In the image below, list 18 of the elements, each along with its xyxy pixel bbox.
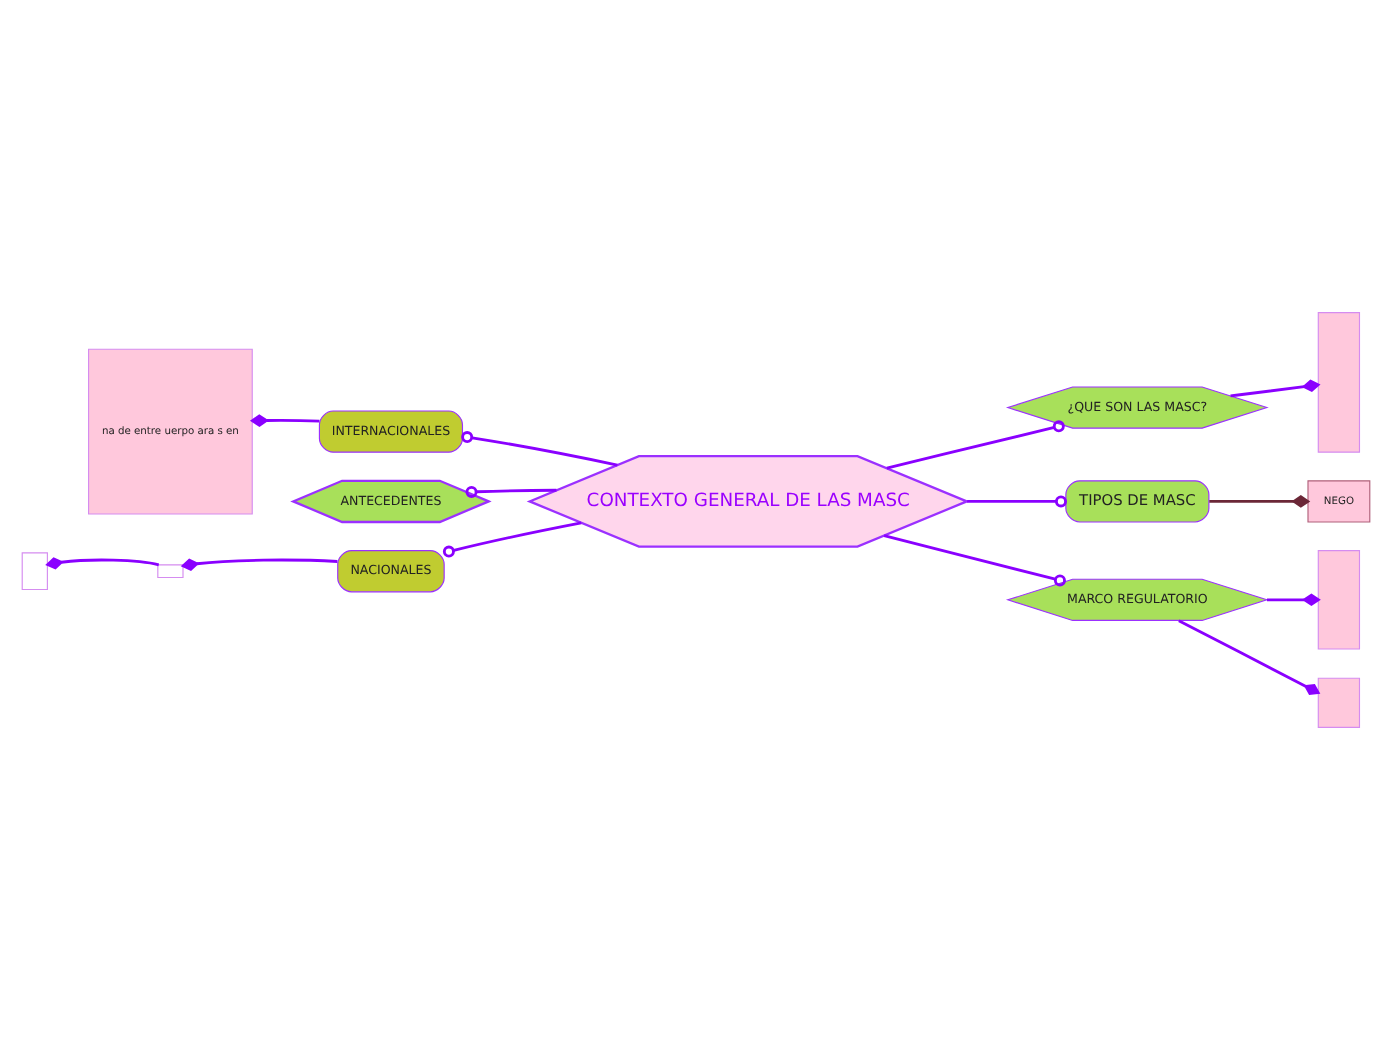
node-box [157, 564, 184, 579]
connector [1266, 593, 1321, 607]
connector [465, 485, 557, 498]
node-box [1317, 312, 1361, 453]
connector [1178, 619, 1321, 696]
connector [180, 558, 338, 571]
node-box [1317, 677, 1361, 728]
connector [883, 534, 1066, 587]
connector [967, 495, 1067, 508]
connector [1230, 379, 1321, 398]
connector [45, 557, 160, 570]
connector [1209, 495, 1311, 508]
node-box [1317, 550, 1361, 650]
node-box [21, 552, 48, 591]
connector [461, 431, 618, 467]
connector [249, 414, 320, 427]
connector [886, 420, 1065, 470]
connector [442, 521, 582, 558]
